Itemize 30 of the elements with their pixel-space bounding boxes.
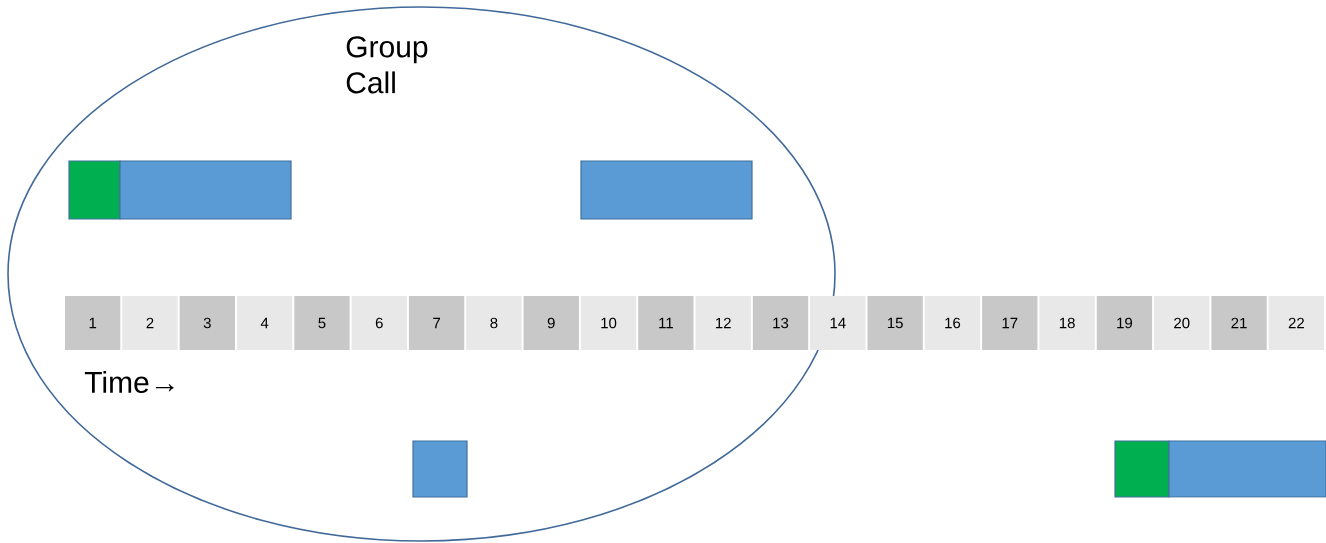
time-block (1168, 440, 1326, 498)
time-block (412, 440, 468, 498)
time-slot-cell: 21 (1211, 296, 1267, 350)
time-slot-cell: 10 (580, 296, 637, 350)
time-slot-cell: 4 (236, 296, 293, 350)
time-slot-cell: 15 (867, 296, 923, 350)
time-slot-cell: 2 (122, 296, 178, 350)
time-slot-cell: 1 (65, 296, 121, 350)
axis-label: Time→ (84, 370, 174, 393)
time-slot-cell: 14 (810, 296, 866, 350)
time-slot-cell: 13 (752, 296, 809, 350)
ellipse-label: Group Call (346, 36, 428, 94)
time-block (68, 160, 121, 220)
time-block (119, 160, 292, 220)
time-slot-cell: 7 (408, 296, 465, 350)
time-slot-cell: 20 (1154, 296, 1210, 350)
time-block (580, 160, 753, 220)
time-slot-cell: 19 (1096, 296, 1153, 350)
time-slot-cell: 9 (523, 296, 579, 350)
time-slot-cell: 3 (179, 296, 235, 350)
time-slot-cell: 12 (695, 296, 751, 350)
time-slot-cell: 8 (466, 296, 522, 350)
time-slot-cell: 5 (294, 296, 350, 350)
time-slot-cell: 18 (1039, 296, 1095, 350)
time-slot-cell: 6 (351, 296, 407, 350)
time-slot-cell: 11 (638, 296, 694, 350)
time-slot-cell: 17 (982, 296, 1038, 350)
time-block (1114, 440, 1170, 498)
time-slot-cell: 22 (1268, 296, 1325, 350)
time-slot-cell: 16 (924, 296, 981, 350)
